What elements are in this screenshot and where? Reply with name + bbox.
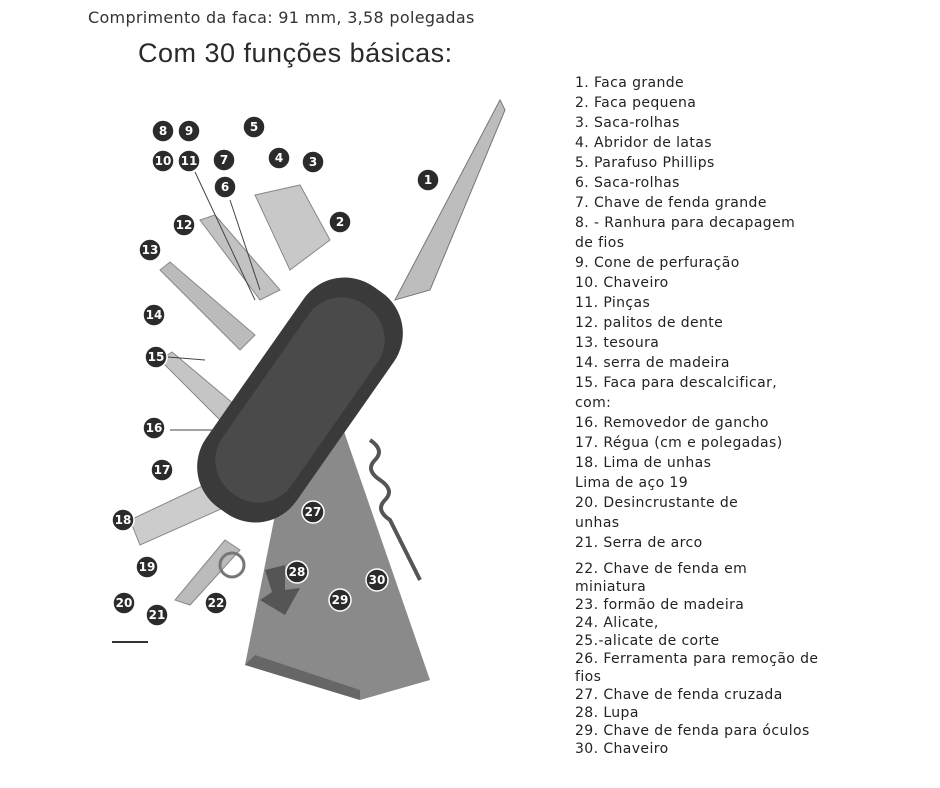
functions-list-part2: 22. Chave de fenda em miniatura 23. formão… bbox=[575, 560, 818, 758]
function-list-line: 3. Saca-rolhas bbox=[575, 115, 680, 131]
callout-badge-11: 11 bbox=[177, 149, 201, 173]
svg-text:21: 21 bbox=[149, 608, 166, 622]
callout-badge-21: 21 bbox=[145, 603, 169, 627]
function-list-line: 29. Chave de fenda para óculos bbox=[575, 723, 810, 739]
functions-list-part1: 1. Faca grande 2. Faca pequena 3. Saca-rol… bbox=[575, 73, 795, 553]
function-list-line: 2. Faca pequena bbox=[575, 95, 697, 111]
page-title: Com 30 funções básicas: bbox=[138, 38, 453, 68]
function-list-line: 16. Removedor de gancho bbox=[575, 415, 769, 431]
function-list-line: 13. tesoura bbox=[575, 335, 660, 351]
callout-badge-20: 20 bbox=[112, 591, 136, 615]
callout-badge-15: 15 bbox=[144, 345, 168, 369]
svg-text:10: 10 bbox=[155, 154, 172, 168]
svg-text:22: 22 bbox=[208, 596, 225, 610]
callout-badge-5: 5 bbox=[242, 115, 266, 139]
svg-text:15: 15 bbox=[148, 350, 165, 364]
function-list-line: 14. serra de madeira bbox=[575, 355, 730, 371]
callout-badge-4: 4 bbox=[267, 146, 291, 170]
svg-text:6: 6 bbox=[221, 180, 229, 194]
function-list-line: 1. Faca grande bbox=[575, 75, 685, 91]
knife-length-caption: Comprimento da faca: 91 mm, 3,58 polegad… bbox=[88, 8, 475, 27]
callout-badge-18: 18 bbox=[111, 508, 135, 532]
large-blade bbox=[394, 98, 506, 301]
function-list-line: 30. Chaveiro bbox=[575, 741, 669, 757]
function-list-line: 24. Alicate, bbox=[575, 615, 659, 631]
function-list-line: com: bbox=[575, 395, 612, 411]
callout-badge-22: 22 bbox=[204, 591, 228, 615]
function-list-line: 15. Faca para descalcificar, bbox=[575, 375, 778, 391]
callout-badge-7: 7 bbox=[212, 148, 236, 172]
callout-badge-3: 3 bbox=[301, 150, 325, 174]
svg-text:2: 2 bbox=[336, 215, 344, 229]
function-list-line: fios bbox=[575, 669, 602, 685]
svg-text:30: 30 bbox=[369, 573, 386, 587]
function-list-line: 8. - Ranhura para decapagem bbox=[575, 215, 796, 231]
svg-text:17: 17 bbox=[154, 463, 171, 477]
svg-text:19: 19 bbox=[139, 560, 156, 574]
svg-text:12: 12 bbox=[176, 218, 193, 232]
function-list-line: 27. Chave de fenda cruzada bbox=[575, 687, 783, 703]
svg-text:13: 13 bbox=[142, 243, 159, 257]
function-list-line: miniatura bbox=[575, 579, 647, 595]
svg-text:1: 1 bbox=[424, 173, 432, 187]
callout-badge-8: 8 bbox=[151, 119, 175, 143]
function-list-line: 22. Chave de fenda em bbox=[575, 561, 748, 577]
callout-badge-30: 30 bbox=[365, 568, 389, 592]
svg-text:18: 18 bbox=[115, 513, 132, 527]
function-list-line: 10. Chaveiro bbox=[575, 275, 669, 291]
svg-text:20: 20 bbox=[116, 596, 133, 610]
svg-text:14: 14 bbox=[146, 308, 163, 322]
function-list-line: 25.-alicate de corte bbox=[575, 633, 720, 649]
callout-badge-12: 12 bbox=[172, 213, 196, 237]
svg-text:28: 28 bbox=[289, 565, 306, 579]
function-list-line: 26. Ferramenta para remoção de bbox=[575, 651, 819, 667]
callout-badge-2: 2 bbox=[328, 210, 352, 234]
callout-badge-19: 19 bbox=[135, 555, 159, 579]
function-list-line: de fios bbox=[575, 235, 625, 251]
svg-text:16: 16 bbox=[146, 421, 163, 435]
function-list-line: 23. formão de madeira bbox=[575, 597, 745, 613]
callout-badge-1: 1 bbox=[416, 168, 440, 192]
svg-text:4: 4 bbox=[275, 151, 283, 165]
function-list-line: 12. palitos de dente bbox=[575, 315, 724, 331]
function-list-line: Lima de aço 19 bbox=[575, 475, 689, 491]
svg-text:7: 7 bbox=[220, 153, 228, 167]
function-list-line: 17. Régua (cm e polegadas) bbox=[575, 435, 783, 451]
callout-badge-28: 28 bbox=[285, 560, 309, 584]
callout-badge-29: 29 bbox=[328, 588, 352, 612]
callout-badge-14: 14 bbox=[142, 303, 166, 327]
function-list-line: 28. Lupa bbox=[575, 705, 639, 721]
function-list-line: 4. Abridor de latas bbox=[575, 135, 712, 151]
svg-text:29: 29 bbox=[332, 593, 349, 607]
callout-badge-13: 13 bbox=[138, 238, 162, 262]
callout-badge-10: 10 bbox=[151, 149, 175, 173]
function-list-line: 7. Chave de fenda grande bbox=[575, 195, 767, 211]
svg-text:27: 27 bbox=[305, 505, 322, 519]
function-list-line: 5. Parafuso Phillips bbox=[575, 155, 715, 171]
function-list-line: 21. Serra de arco bbox=[575, 535, 703, 551]
function-list-line: unhas bbox=[575, 515, 620, 531]
svg-text:3: 3 bbox=[309, 155, 317, 169]
function-list-line: 18. Lima de unhas bbox=[575, 455, 712, 471]
callout-badge-6: 6 bbox=[213, 175, 237, 199]
svg-text:9: 9 bbox=[185, 124, 193, 138]
callout-badge-9: 9 bbox=[177, 119, 201, 143]
function-list-line: 11. Pinças bbox=[575, 295, 651, 311]
svg-text:11: 11 bbox=[181, 154, 198, 168]
svg-text:8: 8 bbox=[159, 124, 167, 138]
svg-text:5: 5 bbox=[250, 120, 258, 134]
callout-badge-27: 27 bbox=[301, 500, 325, 524]
function-list-line: 9. Cone de perfuração bbox=[575, 255, 740, 271]
callout-badge-17: 17 bbox=[150, 458, 174, 482]
callout-badge-16: 16 bbox=[142, 416, 166, 440]
knife-handle bbox=[197, 277, 403, 523]
function-list-line: 20. Desincrustante de bbox=[575, 495, 739, 511]
function-list-line: 6. Saca-rolhas bbox=[575, 175, 680, 191]
